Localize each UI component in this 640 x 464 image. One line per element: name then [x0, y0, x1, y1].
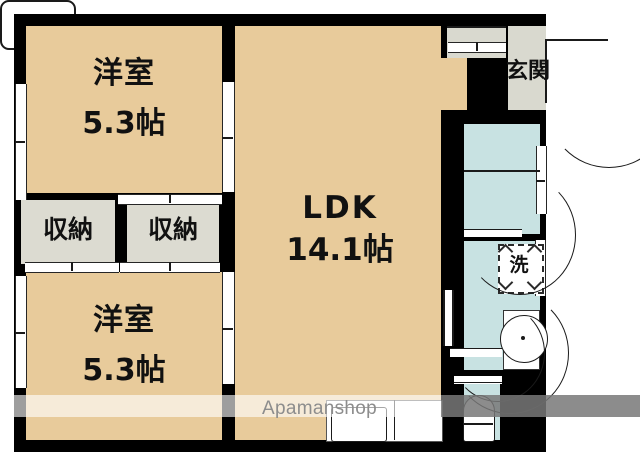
- utility-threshold-line: [450, 348, 502, 350]
- watermark-text: Apamanshop: [262, 398, 377, 419]
- kitchen-counter-divider: [394, 400, 396, 440]
- toilet-tank-line: [463, 423, 493, 425]
- bath-door-threshold-line: [464, 229, 522, 231]
- closet-door-bottom-right-mullion: [169, 262, 171, 271]
- toilet-door-threshold-line: [454, 382, 502, 384]
- window-top-bedroom-left-mullion: [15, 141, 25, 143]
- utility-threshold: [450, 348, 502, 357]
- room-ldk: [234, 26, 441, 440]
- room-label-washitsu-top-size: 5.3帖: [82, 106, 166, 141]
- room-washitsu-top: [26, 26, 222, 196]
- utility-door-opening[interactable]: [443, 290, 453, 346]
- entrance-door-jamb: [545, 39, 547, 103]
- wall-ldk-wet-vertical: [441, 110, 464, 440]
- ldk-kitchen-recess: [441, 58, 467, 110]
- wall-bedroom-ldk: [222, 14, 235, 452]
- bath-door-threshold: [464, 229, 522, 237]
- entrance-label: 玄関: [506, 59, 551, 84]
- entrance-door-leaf: [546, 39, 608, 41]
- bath-utility-separator: [464, 170, 540, 172]
- wall-entrance-bottom: [441, 110, 546, 124]
- kitchen-cabinet-outline: [447, 26, 506, 28]
- closet-label-right: 収納: [147, 215, 198, 244]
- room-label-washitsu-bottom-name: 洋室: [93, 303, 155, 338]
- utility-door-opening-edge-r: [452, 290, 454, 346]
- closet-left: [21, 200, 115, 264]
- closet-door-bottom-left-mullion: [71, 262, 73, 271]
- kitchen-window-mullion: [476, 42, 478, 51]
- sliding-door-top-bedroom-mullion: [222, 137, 233, 139]
- closet-label-left: 収納: [42, 215, 93, 244]
- room-label-washitsu-top-name: 洋室: [93, 56, 155, 91]
- toilet-door-threshold[interactable]: [454, 376, 502, 384]
- closet-door-top-right-mullion: [169, 194, 171, 203]
- sliding-door-bottom-bedroom-mullion: [222, 328, 233, 330]
- washer-label: 洗: [509, 254, 529, 276]
- room-label-washitsu-bottom-size: 5.3帖: [82, 353, 166, 388]
- utility-door-opening-edge-l: [443, 290, 445, 346]
- room-label-ldk-size: 14.1帖: [286, 232, 394, 268]
- room-label-ldk-name: LDK: [302, 190, 378, 226]
- watermark-band-right: [441, 395, 640, 417]
- entrance-area: [508, 26, 546, 112]
- window-bottom-bedroom-left-mullion: [15, 332, 25, 334]
- closet-right: [127, 200, 219, 264]
- watermark-band-left: [0, 395, 441, 417]
